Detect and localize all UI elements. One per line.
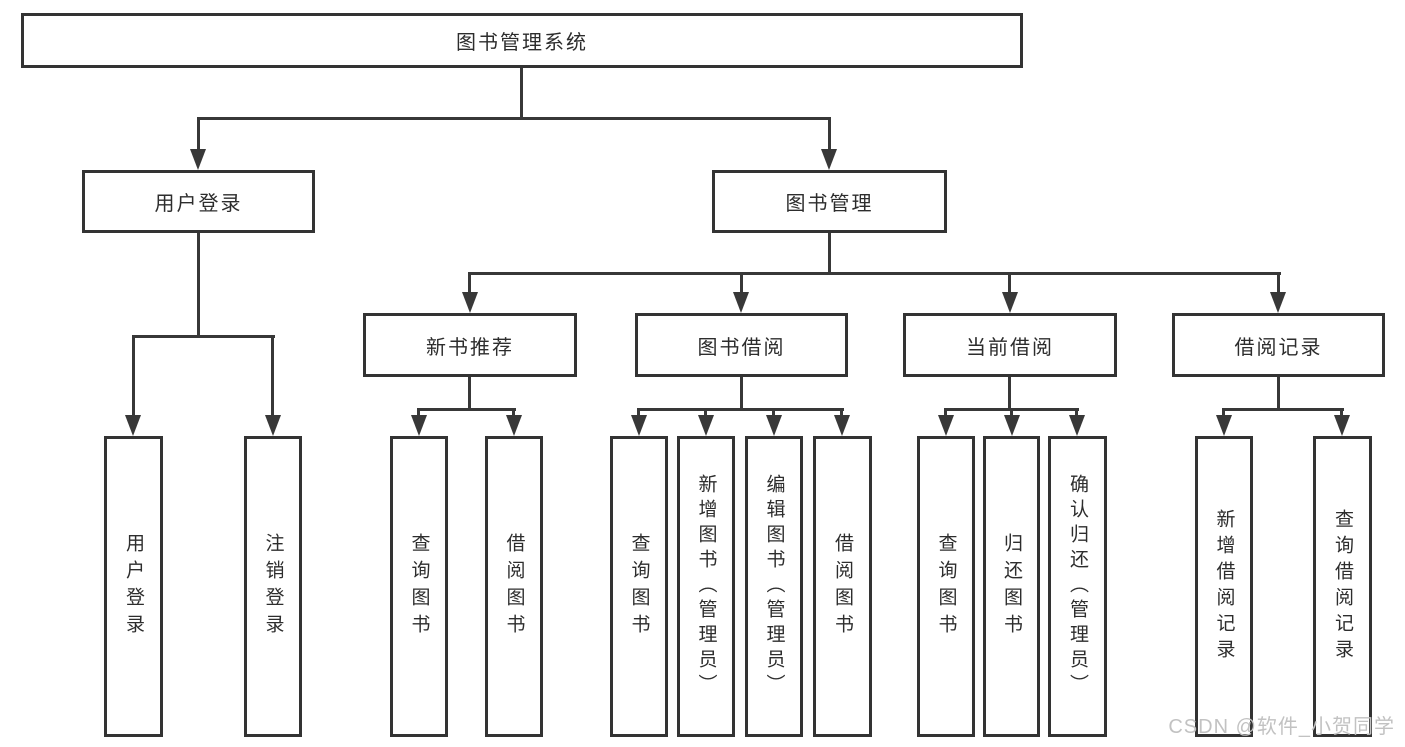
leaf-borrow-books-2: 借阅图书: [813, 436, 872, 737]
arrow-down-icon: [506, 415, 522, 436]
connector-line: [468, 272, 471, 294]
connector-line: [417, 408, 420, 418]
connector-line: [1075, 408, 1078, 418]
leaf-label: 借阅图书: [503, 532, 525, 641]
connector-line: [132, 335, 275, 338]
node-user-login: 用户登录: [82, 170, 315, 233]
node-book-borrowing: 图书借阅: [635, 313, 848, 377]
node-book-management: 图书管理: [712, 170, 947, 233]
leaf-label: 查询图书: [935, 532, 957, 641]
leaf-add-books-admin: 新增图书（管理员）: [677, 436, 735, 737]
connector-line: [1222, 408, 1344, 411]
connector-line: [637, 408, 844, 411]
arrow-down-icon: [265, 415, 281, 436]
connector-line: [840, 408, 843, 418]
node-label: 图书管理系统: [456, 32, 588, 54]
connector-line: [1008, 272, 1011, 294]
arrow-down-icon: [1334, 415, 1350, 436]
arrow-down-icon: [1002, 292, 1018, 313]
arrow-down-icon: [766, 415, 782, 436]
connector-line: [520, 68, 523, 117]
arrow-down-icon: [1069, 415, 1085, 436]
arrow-down-icon: [733, 292, 749, 313]
node-label: 图书管理: [785, 193, 874, 215]
connector-line: [512, 408, 515, 418]
node-borrowing-records: 借阅记录: [1172, 313, 1385, 377]
connector-line: [197, 117, 200, 152]
leaf-label: 借阅图书: [832, 532, 853, 641]
connector-line: [197, 233, 200, 335]
connector-line: [132, 335, 135, 417]
connector-line: [740, 377, 743, 408]
leaf-label: 用户登录: [123, 532, 144, 641]
leaf-label: 新增借阅记录: [1213, 508, 1235, 665]
leaf-query-books-1: 查询图书: [390, 436, 448, 737]
leaf-label: 查询图书: [628, 532, 650, 641]
node-library-management-system: 图书管理系统: [21, 13, 1023, 68]
node-label: 用户登录: [154, 193, 243, 215]
node-label: 当前借阅: [966, 336, 1054, 359]
arrow-down-icon: [1270, 292, 1286, 313]
node-label: 借阅记录: [1234, 336, 1323, 359]
leaf-label: 注销登录: [262, 532, 284, 641]
connector-line: [468, 272, 1281, 275]
connector-line: [417, 408, 516, 411]
arrow-down-icon: [190, 149, 206, 170]
arrow-down-icon: [411, 415, 427, 436]
leaf-confirm-return-admin: 确认归还（管理员）: [1048, 436, 1107, 737]
leaf-query-books-2: 查询图书: [610, 436, 668, 737]
node-label: 图书借阅: [697, 336, 786, 359]
leaf-return-books: 归还图书: [983, 436, 1040, 737]
leaf-query-books-3: 查询图书: [917, 436, 975, 737]
arrow-down-icon: [125, 415, 141, 436]
leaf-add-borrow-record: 新增借阅记录: [1195, 436, 1253, 737]
connector-line: [468, 377, 471, 408]
leaf-user-login: 用户登录: [104, 436, 163, 737]
connector-line: [704, 408, 707, 418]
connector-line: [944, 408, 947, 418]
arrow-down-icon: [631, 415, 647, 436]
arrow-down-icon: [1216, 415, 1232, 436]
arrow-down-icon: [938, 415, 954, 436]
leaf-label: 编辑图书（管理员）: [763, 474, 785, 699]
connector-line: [197, 117, 831, 120]
leaf-borrow-books-1: 借阅图书: [485, 436, 543, 737]
leaf-label: 归还图书: [1001, 532, 1022, 641]
connector-line: [828, 233, 831, 272]
connector-line: [271, 335, 274, 417]
node-current-borrowing: 当前借阅: [903, 313, 1117, 377]
leaf-label: 查询图书: [408, 532, 430, 641]
leaf-edit-books-admin: 编辑图书（管理员）: [745, 436, 803, 737]
leaf-label: 新增图书（管理员）: [695, 474, 717, 699]
connector-line: [772, 408, 775, 418]
connector-line: [1222, 408, 1225, 418]
connector-line: [637, 408, 640, 418]
leaf-query-borrow-record: 查询借阅记录: [1313, 436, 1372, 737]
arrow-down-icon: [1004, 415, 1020, 436]
leaf-label: 查询借阅记录: [1332, 508, 1353, 665]
connector-line: [828, 117, 831, 152]
connector-line: [1010, 408, 1013, 418]
connector-line: [740, 272, 743, 294]
node-new-book-recommend: 新书推荐: [363, 313, 577, 377]
arrow-down-icon: [698, 415, 714, 436]
arrow-down-icon: [821, 149, 837, 170]
connector-line: [1277, 272, 1280, 294]
connector-line: [1277, 377, 1280, 408]
node-label: 新书推荐: [426, 336, 514, 359]
leaf-logout: 注销登录: [244, 436, 302, 737]
arrow-down-icon: [462, 292, 478, 313]
leaf-label: 确认归还（管理员）: [1067, 474, 1088, 699]
connector-line: [1008, 377, 1011, 408]
arrow-down-icon: [834, 415, 850, 436]
connector-line: [1340, 408, 1343, 418]
